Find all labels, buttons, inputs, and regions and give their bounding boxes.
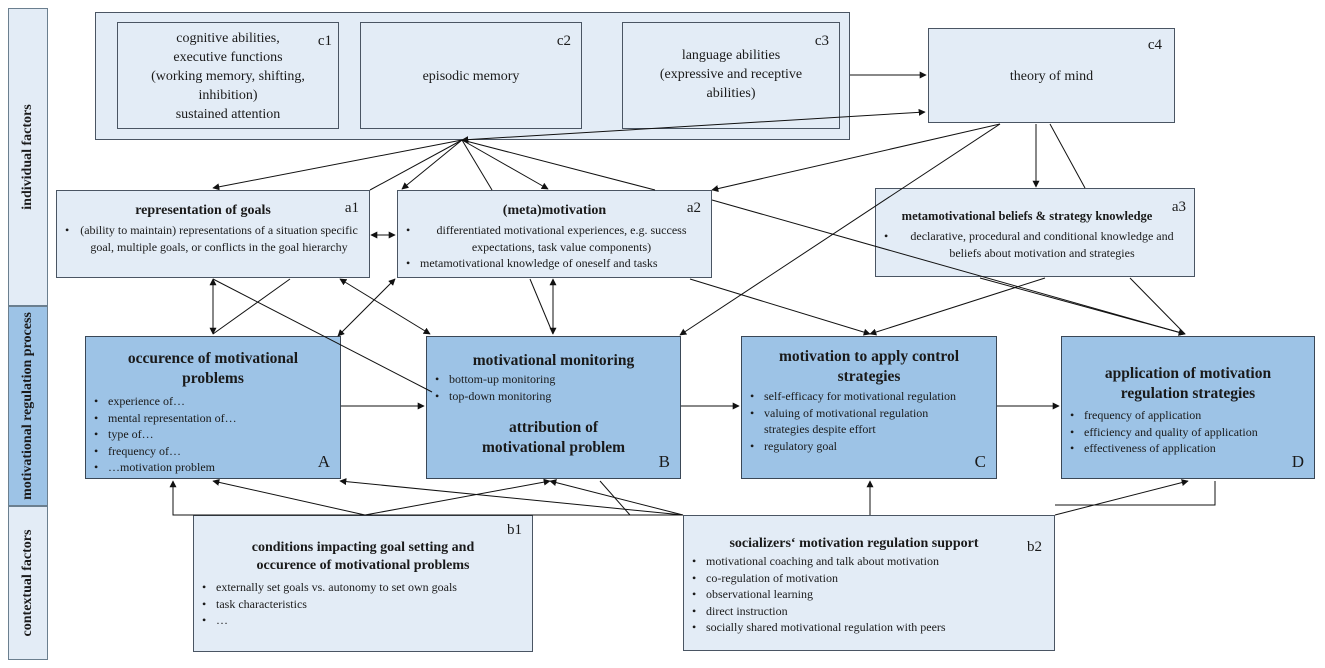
C-item: valuing of motivational regulation strat… — [742, 405, 968, 438]
b1-item: task characteristics — [194, 596, 532, 613]
line-c-to-a1-b — [369, 139, 463, 191]
b1-item: … — [194, 612, 532, 629]
c2-tag: c2 — [556, 33, 571, 49]
a2-tag: a2 — [686, 200, 701, 216]
arrow-b2-A-left — [169, 480, 683, 516]
a2-item: differentiated motivational experiences,… — [398, 222, 703, 255]
line-D-b2 — [1055, 481, 1216, 506]
arrow-a1-B — [339, 278, 431, 335]
B-item: top-down monitoring — [427, 388, 680, 405]
box-B-motivational-monitoring: motivational monitoring bottom-up monito… — [426, 336, 681, 479]
box-b1-conditions-goal-setting: conditions impacting goal setting and oc… — [193, 515, 533, 652]
c4-tag: c4 — [1147, 37, 1162, 53]
B-item: bottom-up monitoring — [427, 371, 680, 388]
D-letter: D — [1291, 452, 1304, 471]
box-c3-language-abilities: language abilities (expressive and recep… — [622, 22, 840, 129]
arrow-c-to-a2-mid — [461, 139, 549, 190]
c3-text: language abilities (expressive and recep… — [659, 48, 803, 101]
band-individual-factors: individual factors — [8, 8, 48, 306]
box-a2-metamotivation: (meta)motivation differentiated motivati… — [397, 190, 712, 278]
b2-item: co-regulation of motivation — [684, 570, 1054, 587]
C-item: self-efficacy for motivational regulatio… — [742, 388, 968, 405]
arrow-a3-D — [979, 277, 1186, 336]
box-A-occurence-of-motivational-problems: occurence of motivational problems exper… — [85, 336, 341, 479]
box-b2-socializers-support: socializers‘ motivation regulation suppo… — [683, 515, 1055, 651]
line-a3-D — [1129, 277, 1186, 335]
a3-item: declarative, procedural and conditional … — [876, 228, 1186, 261]
box-a3-metamotivational-beliefs: metamotivational beliefs & strategy know… — [875, 188, 1195, 277]
B-title2: attribution of motivational problem — [481, 419, 626, 456]
band-process-label: motivational regulation process — [20, 312, 35, 500]
a1-tag: a1 — [344, 200, 359, 216]
line-a2-B — [529, 278, 554, 335]
B-letter: B — [658, 452, 670, 471]
b2-item: observational learning — [684, 586, 1054, 603]
band-motivational-regulation-process: motivational regulation process — [8, 306, 48, 506]
arrow-b1-A — [212, 478, 366, 516]
c4-text: theory of mind — [1009, 69, 1094, 84]
A-item: experience of… — [86, 393, 340, 410]
D-item: frequency of application — [1062, 407, 1314, 424]
arrow-a2-C — [689, 278, 871, 336]
arrow-c-to-a1 — [212, 139, 463, 191]
arrow-a3-C — [869, 277, 1046, 336]
B-title: motivational monitoring — [472, 352, 635, 369]
c3-tag: c3 — [814, 33, 829, 49]
a1-item: (ability to maintain) representations of… — [57, 222, 359, 255]
A-item: …motivation problem — [86, 459, 340, 476]
box-D-application-of-motivation-regulation-strategies: application of motivation regulation str… — [1061, 336, 1315, 479]
a2-title: (meta)motivation — [502, 203, 607, 218]
arrow-b2-D — [1054, 479, 1189, 516]
A-item: type of… — [86, 426, 340, 443]
c1-tag: c1 — [317, 33, 332, 49]
b2-item: direct instruction — [684, 603, 1054, 620]
box-c2-episodic-memory: episodic memory c2 — [360, 22, 582, 129]
c2-text: episodic memory — [422, 69, 520, 84]
band-contextual-label: contextual factors — [20, 529, 35, 637]
box-C-motivation-to-apply-control-strategies: motivation to apply control strategies s… — [741, 336, 997, 479]
a1-title: representation of goals — [135, 203, 271, 218]
b2-title: socializers‘ motivation regulation suppo… — [729, 536, 979, 551]
b2-tag: b2 — [1027, 539, 1042, 555]
arrow-b2-B — [549, 479, 684, 516]
C-title: motivation to apply control strategies — [778, 348, 960, 385]
arrow-a2-A — [337, 278, 396, 337]
box-c4-theory-of-mind: theory of mind c4 — [928, 28, 1175, 123]
a2-item: metamotivational knowledge of oneself an… — [398, 255, 703, 272]
D-item: effectiveness of application — [1062, 440, 1314, 457]
A-title: occurence of motivational problems — [127, 350, 299, 387]
b1-item: externally set goals vs. autonomy to set… — [194, 579, 532, 596]
band-individual-label: individual factors — [20, 104, 35, 210]
b2-item: motivational coaching and talk about mot… — [684, 553, 1054, 570]
A-letter: A — [317, 452, 330, 471]
b1-tag: b1 — [507, 522, 522, 538]
A-item: frequency of… — [86, 443, 340, 460]
line-a1-A — [212, 278, 291, 335]
b1-title: conditions impacting goal setting and oc… — [251, 540, 475, 573]
box-a1-representation-of-goals: representation of goals (ability to main… — [56, 190, 370, 278]
band-contextual-factors: contextual factors — [8, 506, 48, 660]
line-c-to-a2-a — [461, 139, 493, 191]
box-c1-cognitive-abilities: cognitive abilities, executive functions… — [117, 22, 339, 129]
C-item: regulatory goal — [742, 438, 968, 455]
arrow-b1-B — [364, 478, 551, 516]
line-b2-B — [599, 480, 631, 516]
b2-item: socially shared motivational regulation … — [684, 619, 1054, 636]
arrow-c-to-a2-left — [401, 139, 463, 190]
line-c4-a3 — [1049, 123, 1086, 189]
D-title: application of motivation regulation str… — [1104, 365, 1272, 402]
line-c-to-a2-b — [461, 139, 656, 191]
arrow-b2-A — [339, 478, 684, 516]
D-item: efficiency and quality of application — [1062, 424, 1314, 441]
A-item: mental representation of… — [86, 410, 340, 427]
C-letter: C — [974, 452, 986, 471]
a3-tag: a3 — [1171, 199, 1186, 215]
a3-title: metamotivational beliefs & strategy know… — [901, 209, 1153, 223]
c1-text: cognitive abilities, executive functions… — [151, 31, 305, 122]
